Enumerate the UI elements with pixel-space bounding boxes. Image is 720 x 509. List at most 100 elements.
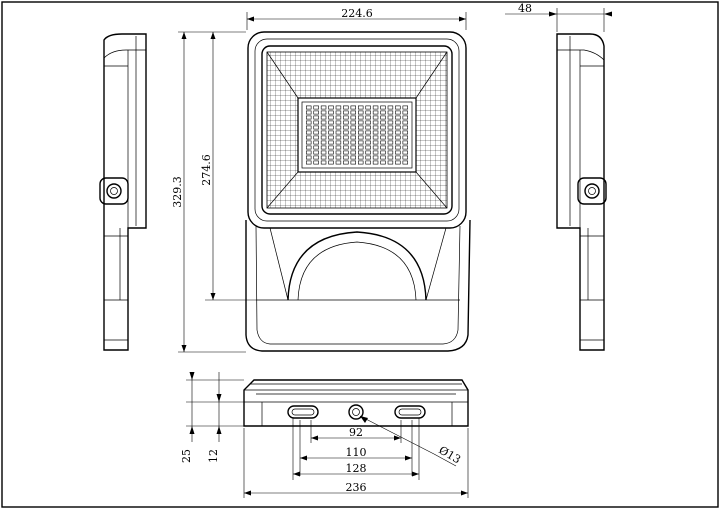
led-chip bbox=[372, 135, 379, 140]
led-chip bbox=[365, 125, 371, 130]
led-chip bbox=[357, 135, 364, 140]
led-chip bbox=[335, 135, 342, 140]
led-chip bbox=[387, 150, 394, 155]
led-chip bbox=[320, 160, 327, 165]
dim-128: 128 bbox=[346, 462, 367, 475]
led-chip bbox=[328, 110, 334, 115]
led-chip bbox=[380, 160, 386, 165]
led-chip bbox=[387, 105, 394, 110]
led-chip bbox=[402, 135, 408, 140]
led-chip bbox=[320, 120, 327, 125]
led-chip bbox=[387, 155, 394, 160]
led-chip bbox=[357, 130, 364, 135]
led-chip bbox=[395, 105, 401, 110]
led-chip bbox=[395, 150, 401, 155]
led-chip bbox=[313, 115, 319, 120]
led-chip bbox=[380, 145, 386, 150]
led-chip bbox=[372, 125, 379, 130]
led-chip bbox=[328, 125, 334, 130]
led-chip bbox=[350, 120, 356, 125]
led-chip bbox=[305, 125, 312, 130]
led-chip bbox=[402, 115, 408, 120]
front-housing-inner bbox=[254, 38, 460, 222]
dim-110: 110 bbox=[346, 446, 367, 459]
led-chip bbox=[320, 130, 327, 135]
led-chip bbox=[313, 160, 319, 165]
dim-front-width: 224.6 bbox=[341, 7, 373, 20]
led-chip bbox=[343, 160, 349, 165]
front-base-outline bbox=[245, 219, 471, 352]
led-chip bbox=[402, 105, 408, 110]
led-chip bbox=[313, 120, 319, 125]
led-chip bbox=[365, 145, 371, 150]
led-chip bbox=[380, 140, 386, 145]
led-chip bbox=[350, 135, 356, 140]
led-chip bbox=[343, 155, 349, 160]
led-chip bbox=[357, 145, 364, 150]
led-chip bbox=[343, 115, 349, 120]
led-chip bbox=[365, 140, 371, 145]
led-chip bbox=[395, 115, 401, 120]
dim-25: 25 bbox=[180, 449, 193, 463]
led-chip bbox=[357, 110, 364, 115]
led-chip bbox=[365, 135, 371, 140]
front-housing-outer bbox=[247, 31, 467, 229]
led-chip bbox=[365, 160, 371, 165]
led-chip bbox=[395, 160, 401, 165]
right-side-view bbox=[556, 33, 607, 351]
front-lens-frame bbox=[261, 45, 453, 215]
front-arch-inner bbox=[297, 241, 417, 301]
front-base-inner bbox=[255, 225, 461, 345]
led-chip bbox=[402, 160, 408, 165]
led-chip bbox=[387, 130, 394, 135]
led-chip bbox=[365, 115, 371, 120]
led-chip bbox=[328, 155, 334, 160]
led-chip bbox=[357, 125, 364, 130]
led-chip bbox=[320, 135, 327, 140]
led-chip bbox=[328, 105, 334, 110]
led-chip bbox=[395, 145, 401, 150]
led-chip bbox=[372, 110, 379, 115]
mounting-slot-right bbox=[394, 405, 426, 419]
height-body-dimension: 274.6 bbox=[200, 32, 256, 301]
led-chip bbox=[395, 125, 401, 130]
led-chip bbox=[372, 155, 379, 160]
led-chip bbox=[350, 115, 356, 120]
led-chip bbox=[343, 150, 349, 155]
led-chip bbox=[372, 160, 379, 165]
led-chip bbox=[328, 145, 334, 150]
led-chip bbox=[387, 115, 394, 120]
led-chip bbox=[387, 160, 394, 165]
led-chip bbox=[328, 160, 334, 165]
left-side-view bbox=[99, 33, 147, 351]
led-chip bbox=[380, 115, 386, 120]
led-chip bbox=[357, 105, 364, 110]
led-chip bbox=[402, 130, 408, 135]
led-chip bbox=[395, 110, 401, 115]
led-chip bbox=[305, 135, 312, 140]
led-chip bbox=[395, 140, 401, 145]
led-chip bbox=[350, 125, 356, 130]
side-depth-dimension: 48 bbox=[505, 2, 612, 32]
led-chip bbox=[328, 150, 334, 155]
led-chip bbox=[365, 130, 371, 135]
led-chip bbox=[380, 120, 386, 125]
led-chip bbox=[343, 105, 349, 110]
led-chip bbox=[380, 150, 386, 155]
led-chip bbox=[350, 155, 356, 160]
led-chip bbox=[305, 130, 312, 135]
led-chip bbox=[380, 110, 386, 115]
led-chip bbox=[305, 145, 312, 150]
led-chip bbox=[380, 125, 386, 130]
led-chip bbox=[387, 140, 394, 145]
led-chip bbox=[387, 145, 394, 150]
led-chip bbox=[365, 120, 371, 125]
led-chip bbox=[357, 155, 364, 160]
led-chip bbox=[372, 130, 379, 135]
dim-12: 12 bbox=[207, 449, 220, 463]
cable-gland-hole bbox=[348, 404, 364, 420]
led-chip bbox=[313, 150, 319, 155]
led-chip bbox=[387, 135, 394, 140]
